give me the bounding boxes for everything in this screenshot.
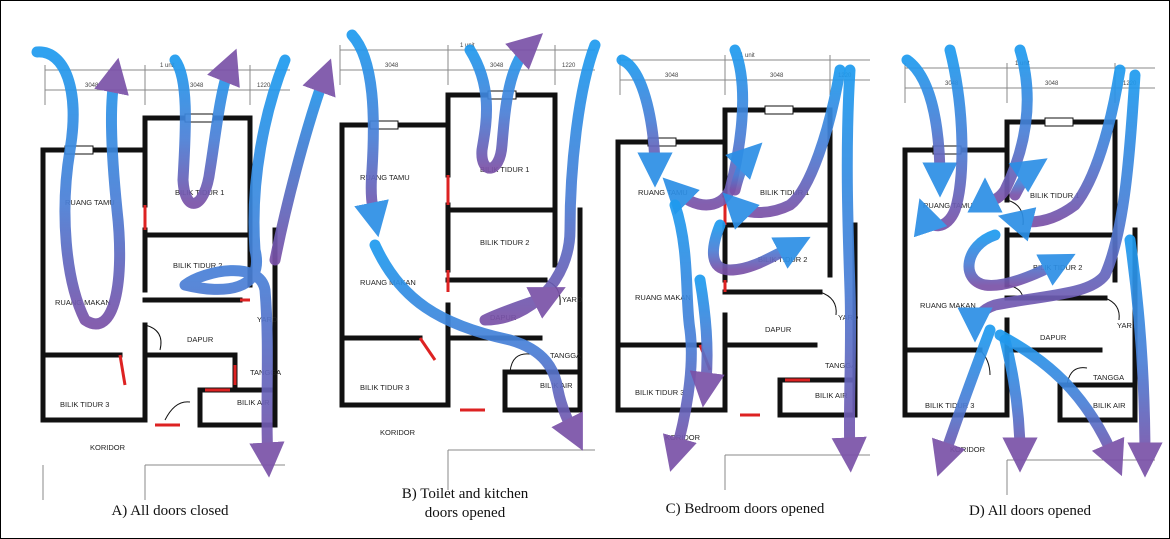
airflow-arrow <box>464 33 544 174</box>
airflow-arrow <box>707 219 811 276</box>
airflow-arrow <box>616 54 673 188</box>
room-label-yard: YARD <box>562 295 583 304</box>
panel-c: 1 unit 3048 3048 1220 RUANG TAMU BILIK T… <box>610 30 880 517</box>
dim-3: 1220 <box>257 83 271 89</box>
panel-d: 1 unit 3048 3048 1220 RUANG TAMU BILIK T… <box>895 30 1163 519</box>
room-label-koridor: KORIDOR <box>380 428 416 437</box>
dim-2: 3048 <box>190 83 204 89</box>
room-label-bilik-tidur-3: BILIK TIDUR 3 <box>60 400 109 409</box>
caption-b-line1: B) Toilet and kitchen <box>401 486 529 502</box>
room-label-tangga: TANGGA <box>1093 373 1124 382</box>
airflow-arrow <box>994 329 1125 477</box>
caption-b-line2: doors opened <box>424 505 506 521</box>
room-label-koridor: KORIDOR <box>950 445 986 454</box>
caption-c: C) Bedroom doors opened <box>665 501 825 517</box>
room-label-bilik-tidur-2: BILIK TIDUR 2 <box>173 261 222 270</box>
room-label-bilik-tidur-3: BILIK TIDUR 3 <box>925 401 974 410</box>
room-label-bilik-air: BILIK AIR <box>237 398 270 407</box>
room-label-ruang-tamu: RUANG TAMU <box>923 201 973 210</box>
airflow-arrow <box>1124 234 1163 478</box>
airflow-arrow <box>662 199 697 472</box>
airflow-arrow <box>999 334 1038 473</box>
room-label-bilik-tidur-2: BILIK TIDUR 2 <box>480 238 529 247</box>
airflow-arrow <box>269 58 336 266</box>
room-label-bilik-air: BILIK AIR <box>1093 401 1126 410</box>
dim-unit: 1 unit <box>740 53 755 59</box>
floor-plan-d: 1 unit 3048 3048 1220 RUANG TAMU BILIK T… <box>901 44 1163 495</box>
dim-1: 3048 <box>85 83 99 89</box>
airflow-arrow <box>997 64 1126 242</box>
room-label-dapur: DAPUR <box>1040 333 1067 342</box>
airflow-arrow <box>831 64 867 473</box>
airflow-arrow <box>725 142 763 196</box>
airflow-arrow <box>479 39 601 326</box>
dim-2: 3048 <box>1045 81 1059 87</box>
airflow-arrow <box>913 44 968 238</box>
room-label-bilik-tidur-3: BILIK TIDUR 3 <box>635 388 684 397</box>
airflow-arrow <box>722 64 846 230</box>
caption-d: D) All doors opened <box>968 503 1092 519</box>
airflow-arrow <box>31 46 129 330</box>
airflow-arrow <box>169 48 240 209</box>
dim-2: 3048 <box>490 63 504 69</box>
room-label-yard: YARD <box>1117 321 1138 330</box>
room-label-bilik-tidur-1: BILIK TIDUR 1 <box>480 165 529 174</box>
room-label-ruang-makan: RUANG MAKAN <box>360 278 416 287</box>
airflow-arrow <box>1008 158 1048 201</box>
floor-plan-c: 1 unit 3048 3048 1220 RUANG TAMU BILIK T… <box>615 44 870 490</box>
airflow-arrow <box>963 229 1076 291</box>
room-label-tangga: TANGGA <box>550 351 581 360</box>
panel-a: 1 unit 3048 3048 1220 RU <box>25 30 336 519</box>
dim-1: 3048 <box>385 63 399 69</box>
dim-unit: 1 unit <box>160 63 175 69</box>
airflow-arrow <box>901 54 958 198</box>
room-label-bilik-tidur-1: BILIK TIDUR 1 <box>1030 191 1079 200</box>
room-label-koridor: KORIDOR <box>90 443 126 452</box>
airflow-arrow <box>179 54 291 478</box>
room-label-tangga: TANGGA <box>825 361 856 370</box>
caption-a: A) All doors closed <box>111 503 229 519</box>
airflow-arrow <box>957 69 1141 343</box>
room-label-ruang-tamu: RUANG TAMU <box>360 173 410 182</box>
dim-1: 3048 <box>665 73 679 79</box>
dim-2: 3048 <box>770 73 784 79</box>
room-label-bilik-tidur-3: BILIK TIDUR 3 <box>360 383 409 392</box>
floor-plan-b: 1 unit 3048 3048 1220 RUANG TAMU BILIK T… <box>339 29 601 490</box>
airflow-arrow <box>369 239 583 451</box>
floor-plan-a: 1 unit 3048 3048 1220 RU <box>31 46 336 500</box>
airflow-arrow <box>346 29 389 238</box>
dim-3: 1220 <box>562 63 576 69</box>
airflow-arrow <box>689 274 725 408</box>
room-label-ruang-tamu: RUANG TAMU <box>65 198 115 207</box>
room-label-bilik-tidur-1: BILIK TIDUR 1 <box>760 188 809 197</box>
room-label-dapur: DAPUR <box>187 335 214 344</box>
airflow-arrow <box>932 324 996 477</box>
room-label-bilik-air: BILIK AIR <box>815 391 848 400</box>
panel-b: 1 unit 3048 3048 1220 RUANG TAMU BILIK T… <box>330 29 601 521</box>
room-label-ruang-makan: RUANG MAKAN <box>635 293 691 302</box>
room-label-ruang-makan: RUANG MAKAN <box>920 301 976 310</box>
room-label-dapur: DAPUR <box>765 325 792 334</box>
caption-b: B) Toilet and kitchen doors opened <box>350 485 580 523</box>
